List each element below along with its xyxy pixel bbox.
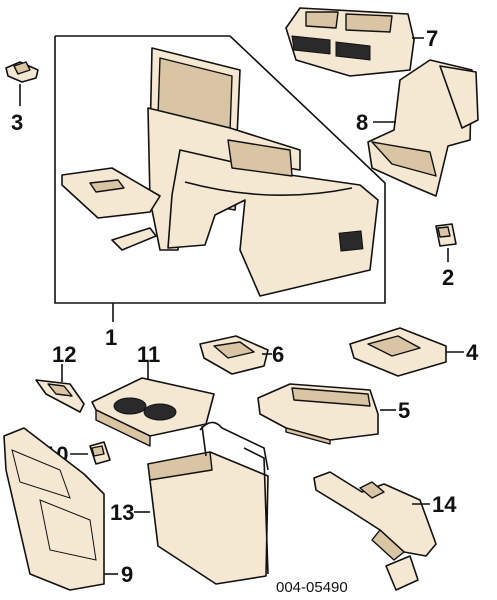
- part-9-side-panel[interactable]: [3, 427, 105, 591]
- part-7-air-duct[interactable]: [285, 7, 415, 77]
- callout-3: 3: [11, 110, 23, 135]
- callout-6: 6: [272, 342, 284, 367]
- callout-9: 9: [121, 562, 133, 587]
- callout-2: 2: [442, 265, 454, 290]
- part-5-drawer[interactable]: [257, 383, 379, 445]
- callout-7: 7: [426, 26, 438, 51]
- callout-11: 11: [137, 342, 160, 367]
- part-8-rear-duct[interactable]: [367, 59, 479, 197]
- part-14-mounting-bracket[interactable]: [313, 471, 437, 591]
- part-11-cup-holder[interactable]: [91, 377, 215, 447]
- part-13-storage-bin[interactable]: [147, 421, 269, 585]
- part-10-clip[interactable]: [89, 441, 111, 465]
- diagram-code: 004-05490: [276, 579, 348, 596]
- callout-1: 1: [105, 325, 117, 350]
- part-4-tray[interactable]: [349, 327, 447, 377]
- part-12-bracket[interactable]: [35, 379, 85, 413]
- part-2-clip[interactable]: [435, 223, 457, 247]
- callout-13: 13: [110, 500, 134, 525]
- callout-4: 4: [466, 340, 479, 365]
- part-6-tray[interactable]: [199, 335, 269, 375]
- callout-5: 5: [398, 398, 410, 423]
- console-assembly-frame: [54, 35, 386, 304]
- callout-8: 8: [356, 110, 368, 135]
- part-1-console-assembly[interactable]: [61, 47, 379, 297]
- callout-12: 12: [52, 342, 76, 367]
- callout-14: 14: [432, 492, 457, 517]
- part-3-clip[interactable]: [5, 61, 39, 83]
